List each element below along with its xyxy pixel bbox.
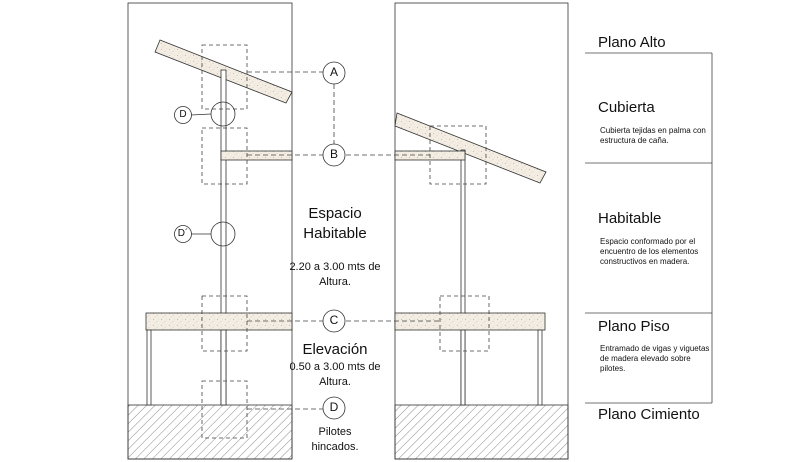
legend-plano-piso-title: Plano Piso [598,318,670,335]
marker-circle-c [322,309,346,333]
legend-habitable-desc: Espacio conformado por el encuentro de l… [600,237,699,266]
marker-label-c: C [329,313,339,327]
ground-right [394,404,569,460]
left-beam [220,150,293,161]
elevacion-label: Elevación 0.50 a 3.00 mts de Altura. [275,340,395,390]
marker-label-d-small: D [179,109,187,120]
espacio-line-2: Habitable [303,225,367,242]
left-pile-2 [220,329,227,406]
marker-circle-d [322,396,346,420]
right-structure [394,112,547,406]
marker-circle-a [322,61,346,85]
marker-label-b: B [329,147,338,161]
espacio-line-1: Espacio [308,205,362,222]
marker-circle-b [322,143,346,167]
detail-box-c-right [439,295,490,352]
altura-habitable-label: 2.20 a 3.00 mts de Altura. [275,260,395,290]
left-pile-1 [146,329,152,406]
legend-plano-cimiento: Plano Cimiento [598,406,700,423]
espacio-habitable-label: Espacio Habitable [285,204,385,244]
detail-box-d [201,380,248,439]
altura-line-2: Altura. [319,276,351,288]
marker-circle-d-small [174,106,192,124]
legend-habitable-title: Habitable [598,210,662,227]
marker-circle-d-prime [174,225,192,243]
ground-left [127,404,293,460]
right-roof [394,112,547,184]
detail-box-a [201,44,248,110]
marker-label-a: A [329,65,338,79]
left-floor [145,312,293,331]
right-pile-1 [460,329,466,406]
left-structure [145,39,293,406]
detail-box-b-left [201,127,248,185]
right-pile-2 [537,329,543,406]
detail-box-c-left [201,295,248,352]
legend-plano-piso-desc: Entramado de vigas y viguetas de madera … [600,344,710,373]
pilotes-line-1: Pilotes [318,426,352,438]
elevacion-title: Elevación [302,341,368,358]
elevacion-line-2: Altura. [319,376,351,388]
marker-label-d-prime: D´ [177,228,189,239]
elevacion-line-1: 0.50 a 3.00 mts de [289,361,381,373]
pilotes-line-2: hincados. [311,441,359,453]
altura-line-1: 2.20 a 3.00 mts de [289,261,381,273]
pilotes-label: Pilotes hincados. [285,425,385,455]
legend-cubierta-desc: Cubierta tejidas en palma con estructura… [600,126,706,145]
right-floor [394,312,546,331]
legend-cubierta-title: Cubierta [598,99,655,116]
legend-plano-alto: Plano Alto [598,34,666,51]
marker-label-d: D [329,400,339,414]
